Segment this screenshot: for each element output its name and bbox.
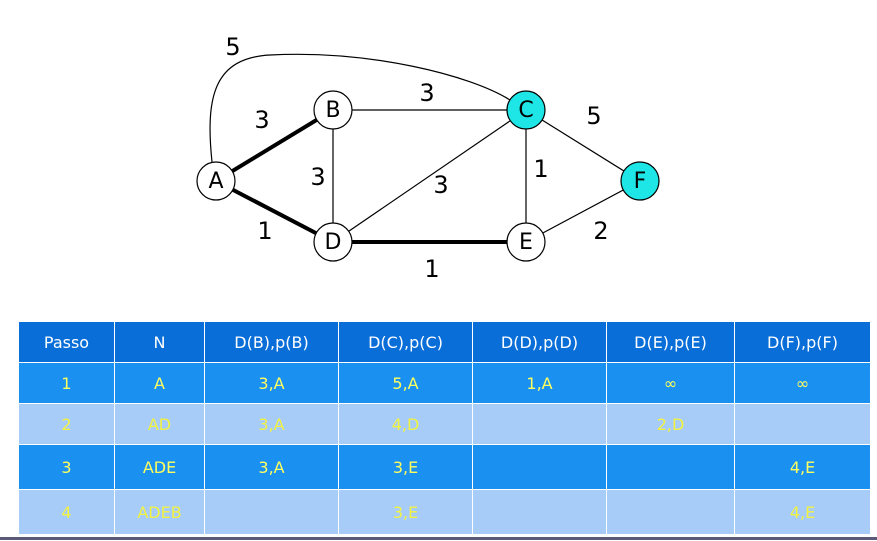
graph-diagram: 3 1 5 3 3 3 1 1 5 2 A B C D E F — [196, 33, 660, 283]
edge-weight-label: 1 — [424, 255, 439, 283]
header-dd: D(D),p(D) — [472, 321, 607, 363]
edge-weight-label: 3 — [310, 163, 325, 191]
table-cell — [734, 403, 871, 445]
table-header-row: Passo N D(B),p(B) D(C),p(C) D(D),p(D) D(… — [18, 321, 871, 363]
table-cell: 4,E — [734, 444, 871, 490]
table-cell — [204, 489, 339, 535]
table-cell: AD — [114, 403, 205, 445]
table-cell: 4 — [18, 489, 115, 535]
node-c: C — [506, 90, 546, 130]
table-cell: 3,E — [338, 444, 473, 490]
table-cell — [472, 489, 607, 535]
edge-a-d — [215, 179, 334, 244]
table-row: 2 AD 3,A 4,D 2,D — [18, 403, 871, 445]
table-cell: 1 — [18, 362, 115, 404]
table-cell: 4,D — [338, 403, 473, 445]
edge-weight-label: 5 — [586, 102, 601, 130]
table-cell: 3,A — [204, 362, 339, 404]
table-cell — [606, 489, 735, 535]
table-cell: 5,A — [338, 362, 473, 404]
node-e: E — [506, 222, 546, 262]
table-cell: ∞ — [734, 362, 871, 404]
node-circle — [620, 161, 660, 201]
node-f: F — [620, 161, 660, 201]
header-db: D(B),p(B) — [204, 321, 339, 363]
table-cell: 3 — [18, 444, 115, 490]
edge-weight-label: 5 — [225, 33, 240, 61]
table-cell: 2 — [18, 403, 115, 445]
table-cell: 3,A — [204, 403, 339, 445]
node-a: A — [196, 161, 236, 201]
edge-e-f — [525, 180, 641, 243]
edge-d-c — [332, 109, 527, 243]
header-n: N — [114, 321, 205, 363]
table-row: 4 ADEB 3,E 4,E — [18, 489, 871, 535]
table-cell: 2,D — [606, 403, 735, 445]
bottom-divider — [0, 537, 877, 540]
table-cell — [472, 403, 607, 445]
table-cell: 4,E — [734, 489, 871, 535]
dijkstra-table: Passo N D(B),p(B) D(C),p(C) D(D),p(D) D(… — [18, 321, 871, 535]
header-dc: D(C),p(C) — [338, 321, 473, 363]
node-circle — [313, 90, 353, 130]
table-cell: ADE — [114, 444, 205, 490]
edge-weight-label: 1 — [257, 217, 272, 245]
node-label: C — [518, 98, 533, 123]
node-b: B — [313, 90, 353, 130]
edge-a-c — [209, 53, 511, 163]
node-label: D — [325, 230, 342, 255]
node-d: D — [313, 222, 353, 262]
node-label: A — [208, 169, 223, 194]
node-label: B — [325, 98, 340, 123]
table-cell: 1,A — [472, 362, 607, 404]
table-cell: ADEB — [114, 489, 205, 535]
node-circle — [506, 222, 546, 262]
edge-weight-label: 2 — [593, 217, 608, 245]
node-label: E — [519, 230, 533, 255]
node-label: F — [634, 169, 647, 194]
table-cell — [472, 444, 607, 490]
table-cell: A — [114, 362, 205, 404]
table-row: 1 A 3,A 5,A 1,A ∞ ∞ — [18, 362, 871, 404]
header-df: D(F),p(F) — [734, 321, 871, 363]
edge-weight-label: 1 — [533, 155, 548, 183]
node-circle — [313, 222, 353, 262]
edge-weight-label: 3 — [433, 171, 448, 199]
table-row: 3 ADE 3,A 3,E 4,E — [18, 444, 871, 490]
header-de: D(E),p(E) — [606, 321, 735, 363]
edge-weight-label: 3 — [254, 106, 269, 134]
edge-a-b — [214, 108, 335, 183]
table-cell: 3,E — [338, 489, 473, 535]
edge-c-f — [525, 109, 641, 182]
edge-weight-label: 3 — [419, 79, 434, 107]
table-cell — [606, 444, 735, 490]
node-circle — [506, 90, 546, 130]
header-passo: Passo — [18, 321, 115, 363]
table-cell: ∞ — [606, 362, 735, 404]
table-cell: 3,A — [204, 444, 339, 490]
node-circle — [196, 161, 236, 201]
